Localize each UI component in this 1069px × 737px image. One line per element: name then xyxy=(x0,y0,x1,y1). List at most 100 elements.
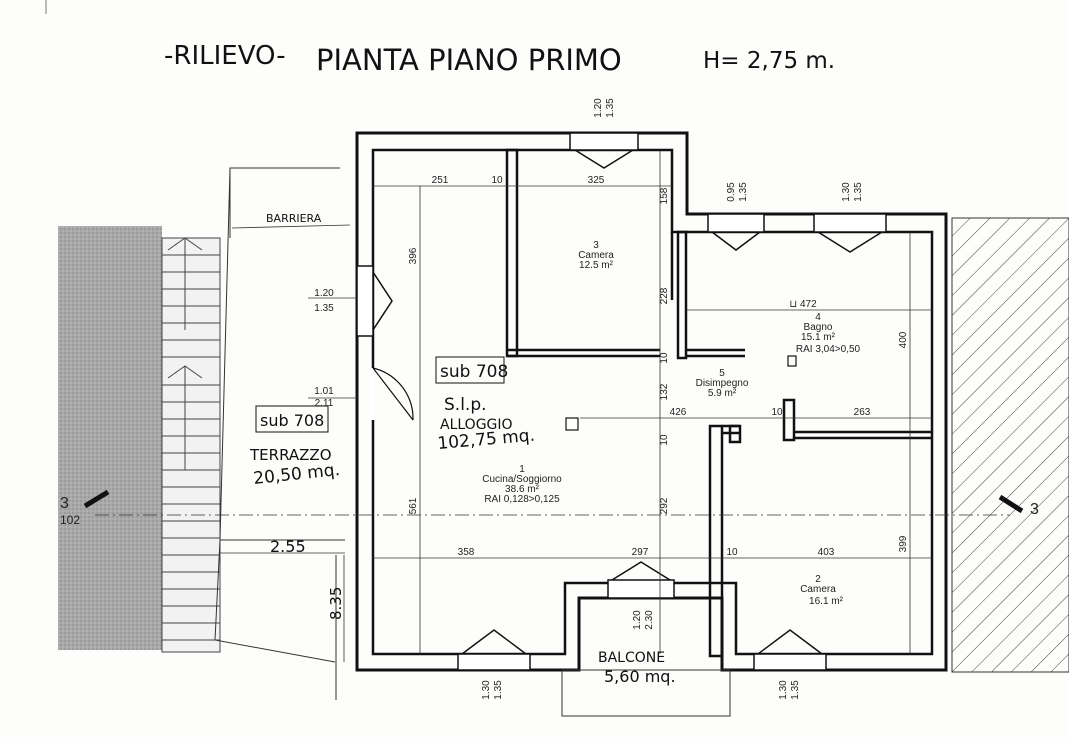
svg-text:10: 10 xyxy=(659,352,670,364)
svg-text:15.1 m²: 15.1 m² xyxy=(801,332,836,343)
side-opening-labels: 1.20 1.35 1.01 2.11 xyxy=(314,288,334,409)
svg-text:1.35: 1.35 xyxy=(605,98,616,118)
svg-text:297: 297 xyxy=(632,547,649,558)
interior-walls xyxy=(505,148,932,658)
svg-text:Camera: Camera xyxy=(800,584,836,595)
room-2-label: 2 Camera 16.1 m² xyxy=(800,574,843,607)
svg-text:1.35: 1.35 xyxy=(493,680,504,700)
svg-text:292: 292 xyxy=(659,497,670,514)
window-bagno-right xyxy=(813,213,887,253)
svg-text:3: 3 xyxy=(593,240,599,251)
dim-255: 2.55 xyxy=(270,537,306,556)
svg-text:399: 399 xyxy=(898,535,909,552)
svg-text:228: 228 xyxy=(659,287,670,304)
window-bottom-right xyxy=(753,629,827,671)
sub-terrazzo-label: sub 708 xyxy=(260,411,324,430)
terrazzo-label: TERRAZZO xyxy=(249,446,332,464)
room-1-label: 1 Cucina/Soggiorno 38.6 m² RAI 0,128>0,1… xyxy=(482,464,562,505)
staircase xyxy=(161,237,221,653)
balcony-outline xyxy=(561,669,731,717)
terrazzo-area: 20,50 mq. xyxy=(252,460,340,489)
window-left-wall xyxy=(356,265,393,337)
window-bagno-left xyxy=(707,213,765,251)
svg-text:16.1 m²: 16.1 m² xyxy=(809,596,844,607)
svg-text:1.01: 1.01 xyxy=(314,386,334,397)
section-left-label: 3 xyxy=(60,495,69,512)
section-level-label: 102 xyxy=(60,513,80,527)
svg-text:⊔ 472: ⊔ 472 xyxy=(789,299,817,310)
window-bottom-left xyxy=(457,629,531,671)
svg-text:0.95: 0.95 xyxy=(726,182,737,202)
balcone-label: BALCONE xyxy=(598,650,665,666)
barriera-label: BARRIERA xyxy=(266,212,322,225)
svg-text:132: 132 xyxy=(659,383,670,400)
svg-text:10: 10 xyxy=(659,434,670,446)
dim-835: 8.35 xyxy=(327,587,345,620)
svg-text:403: 403 xyxy=(818,547,835,558)
entrance-door xyxy=(371,367,414,421)
svg-text:426: 426 xyxy=(670,407,687,418)
terrace-outline xyxy=(214,167,345,700)
svg-text:158: 158 xyxy=(659,187,670,204)
svg-text:Bagno: Bagno xyxy=(804,322,833,333)
svg-text:251: 251 xyxy=(432,175,449,186)
svg-text:1.35: 1.35 xyxy=(314,303,334,314)
slp-line1: S.l.p. xyxy=(444,395,487,415)
svg-text:1.20: 1.20 xyxy=(632,610,643,630)
svg-text:4: 4 xyxy=(815,312,821,323)
sub-terrazzo-box xyxy=(255,405,329,433)
svg-text:325: 325 xyxy=(588,175,605,186)
svg-text:38.6 m²: 38.6 m² xyxy=(505,484,540,495)
room-4-label: 4 Bagno 15.1 m² RAI 3,04>0,50 xyxy=(796,312,861,355)
room-5-label: 5 Disimpegno 5.9 m² xyxy=(696,368,749,399)
dimension-labels: 251 10 325 ⊔ 472 426 10 263 358 297 10 4… xyxy=(432,175,871,558)
room-3-label: 3 Camera 12.5 m² xyxy=(578,240,614,271)
svg-text:12.5 m²: 12.5 m² xyxy=(579,260,614,271)
fixture-bagno xyxy=(787,355,797,367)
svg-text:1.20: 1.20 xyxy=(314,288,334,299)
svg-text:1.30: 1.30 xyxy=(841,182,852,202)
svg-text:358: 358 xyxy=(458,547,475,558)
svg-text:561: 561 xyxy=(408,497,419,514)
svg-text:2.30: 2.30 xyxy=(644,610,655,630)
svg-text:1.30: 1.30 xyxy=(481,680,492,700)
svg-text:5: 5 xyxy=(719,368,725,379)
svg-text:396: 396 xyxy=(408,247,419,264)
section-marker-right xyxy=(998,494,1024,514)
svg-text:5.9 m²: 5.9 m² xyxy=(708,388,737,399)
svg-text:Disimpegno: Disimpegno xyxy=(696,378,749,389)
svg-text:1: 1 xyxy=(519,464,525,475)
svg-text:10: 10 xyxy=(771,407,783,418)
neighbour-building-right xyxy=(952,218,1069,672)
svg-text:263: 263 xyxy=(854,407,871,418)
section-marker-left xyxy=(83,489,110,509)
sub-main-box xyxy=(435,356,505,384)
window-balcony-door xyxy=(607,561,675,599)
svg-text:400: 400 xyxy=(898,331,909,348)
header-rilievo: -RILIEVO- xyxy=(164,41,286,71)
svg-text:2.11: 2.11 xyxy=(315,398,334,409)
svg-text:1.35: 1.35 xyxy=(790,680,801,700)
dimension-labels-vertical: 158 396 228 400 132 10 10 561 292 399 xyxy=(408,187,909,552)
svg-text:10: 10 xyxy=(726,547,738,558)
header-height: H= 2,75 m. xyxy=(703,48,835,74)
dimension-lines xyxy=(95,150,1010,662)
svg-text:1.35: 1.35 xyxy=(853,182,864,202)
svg-text:RAI 0,128>0,125: RAI 0,128>0,125 xyxy=(484,494,560,505)
window-size-labels: 1.20 1.35 0.95 1.35 1.30 1.35 1.20 2.30 … xyxy=(481,98,864,700)
svg-text:2: 2 xyxy=(815,574,821,585)
svg-text:1.20: 1.20 xyxy=(593,98,604,118)
sub-main-label: sub 708 xyxy=(440,362,508,382)
svg-text:10: 10 xyxy=(491,175,503,186)
svg-text:RAI 3,04>0,50: RAI 3,04>0,50 xyxy=(796,344,861,355)
window-top-camera xyxy=(569,132,639,169)
slp-line2: ALLOGGIO xyxy=(440,417,513,433)
svg-text:1.35: 1.35 xyxy=(738,182,749,202)
svg-text:Cucina/Soggiorno: Cucina/Soggiorno xyxy=(482,474,562,485)
header-title: PIANTA PIANO PRIMO xyxy=(316,43,622,77)
svg-text:1.30: 1.30 xyxy=(778,680,789,700)
svg-text:Camera: Camera xyxy=(578,250,614,261)
fixture-kitchen xyxy=(565,417,579,431)
